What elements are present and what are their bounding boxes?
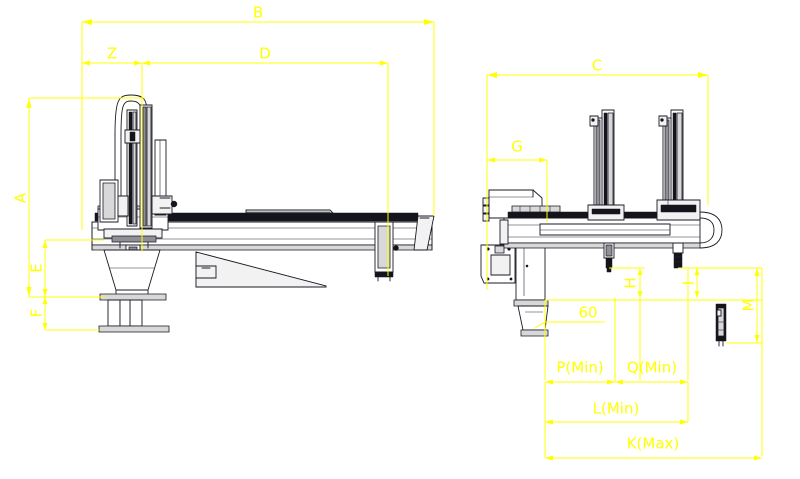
side-vertical-arm-1 — [587, 109, 625, 273]
dim-E: E — [28, 239, 104, 297]
traverse-beam — [91, 209, 435, 251]
dim-G: G — [487, 138, 548, 222]
dim-label-F: F — [28, 309, 46, 318]
end-effector-detail — [715, 303, 727, 347]
cable-carrier — [511, 205, 561, 213]
beam-stiffener — [195, 251, 327, 288]
mast-head-housing — [99, 179, 178, 223]
dim-label-H: H — [622, 277, 640, 288]
dim-label-P-min: P(Min) — [556, 359, 603, 377]
dim-I: I — [678, 267, 762, 380]
dim-label-M: M — [740, 299, 758, 312]
side-view-dimensions: C G 60 H — [486, 57, 763, 461]
dim-C: C — [486, 57, 709, 290]
dim-label-B: B — [253, 4, 263, 22]
dim-Z: Z — [82, 45, 143, 252]
dim-label-I: I — [680, 281, 698, 285]
dim-M: M — [726, 268, 763, 456]
front-view-machine — [91, 94, 435, 333]
dim-label-E: E — [28, 263, 46, 272]
base-frame — [98, 293, 170, 333]
dim-A: A — [12, 97, 145, 298]
dim-L-min: L(Min) — [544, 382, 689, 425]
dim-Q-min: Q(Min) — [615, 359, 688, 385]
dim-label-Z: Z — [107, 45, 117, 63]
side-view-machine — [480, 109, 727, 347]
dim-label-60: 60 — [578, 304, 597, 322]
dim-label-K-max: K(Max) — [627, 435, 680, 453]
dim-D: D — [142, 45, 389, 276]
operator-panel — [480, 244, 516, 284]
side-cross-beam — [499, 211, 723, 249]
vertical-mast — [114, 94, 167, 229]
support-column — [103, 249, 161, 297]
dim-B: B — [81, 4, 435, 230]
dim-H: H — [609, 267, 645, 380]
dim-K-max: K(Max) — [544, 422, 762, 461]
dim-label-C: C — [592, 57, 602, 75]
dim-label-A: A — [12, 192, 30, 203]
dim-P-min: P(Min) — [545, 298, 616, 385]
front-view-dimensions: B Z D A — [12, 4, 435, 331]
dim-label-G: G — [511, 138, 523, 156]
dim-F: F — [28, 297, 99, 331]
side-vertical-arm-2 — [656, 109, 701, 269]
dim-60: 60 — [534, 299, 762, 380]
dim-label-L-min: L(Min) — [593, 400, 640, 418]
dim-label-D: D — [259, 45, 271, 63]
dim-label-Q-min: Q(Min) — [627, 359, 677, 377]
